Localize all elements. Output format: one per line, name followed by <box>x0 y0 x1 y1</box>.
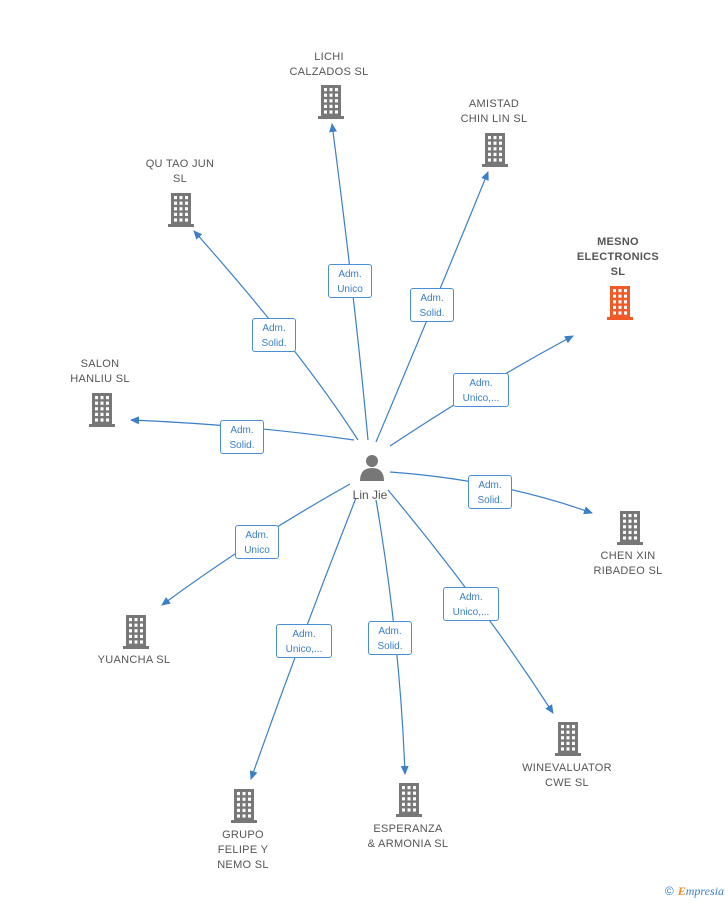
building-icon[interactable] <box>168 193 194 227</box>
role-badge-lichi[interactable]: Adm. Unico <box>328 264 372 298</box>
role-badge-mesno[interactable]: Adm. Unico,... <box>453 373 509 407</box>
company-label-salon[interactable]: SALON HANLIU SL <box>70 358 130 385</box>
company-label-amistad[interactable]: AMISTAD CHIN LIN SL <box>460 98 528 125</box>
role-badge-amistad[interactable]: Adm. Solid. <box>410 288 454 322</box>
building-icon[interactable] <box>396 783 422 817</box>
building-icon[interactable] <box>231 789 257 823</box>
building-icon[interactable] <box>617 511 643 545</box>
copyright-symbol: © <box>664 884 674 898</box>
person-icon <box>360 468 384 481</box>
person-name[interactable]: Lin Jie <box>352 488 388 502</box>
company-label-lichi[interactable]: LICHI CALZADOS SL <box>289 51 369 78</box>
role-badge-esperanza[interactable]: Adm. Solid. <box>368 621 412 655</box>
brand-initial: E <box>677 884 686 898</box>
person-node[interactable] <box>360 455 384 481</box>
building-icon[interactable] <box>482 133 508 167</box>
company-label-yuancha[interactable]: YUANCHA SL <box>97 654 171 666</box>
building-icon[interactable] <box>555 722 581 756</box>
role-badge-salon[interactable]: Adm. Solid. <box>220 420 264 454</box>
footer-brand[interactable]: ©Empresia <box>665 884 724 899</box>
company-label-mesno[interactable]: MESNO ELECTRONICS SL <box>576 236 660 278</box>
company-label-esperanza[interactable]: ESPERANZA & ARMONIA SL <box>367 823 449 850</box>
building-icon[interactable] <box>607 286 633 320</box>
role-badge-qutao[interactable]: Adm. Solid. <box>252 318 296 352</box>
building-icon[interactable] <box>89 393 115 427</box>
role-badge-winevaluator[interactable]: Adm. Unico,... <box>443 587 499 621</box>
role-badge-grupo[interactable]: Adm. Unico,... <box>276 624 332 658</box>
company-label-grupo[interactable]: GRUPO FELIPE Y NEMO SL <box>217 829 269 871</box>
company-label-chenxin[interactable]: CHEN XIN RIBADEO SL <box>593 550 663 577</box>
company-label-qutao[interactable]: QU TAO JUN SL <box>145 158 215 185</box>
building-icon[interactable] <box>318 85 344 119</box>
role-badge-chenxin[interactable]: Adm. Solid. <box>468 475 512 509</box>
role-badge-yuancha[interactable]: Adm. Unico <box>235 525 279 559</box>
person-icon-head <box>366 455 378 467</box>
brand-name: mpresia <box>685 884 724 898</box>
building-icon[interactable] <box>123 615 149 649</box>
company-label-winevaluator[interactable]: WINEVALUATOR CWE SL <box>522 762 612 789</box>
